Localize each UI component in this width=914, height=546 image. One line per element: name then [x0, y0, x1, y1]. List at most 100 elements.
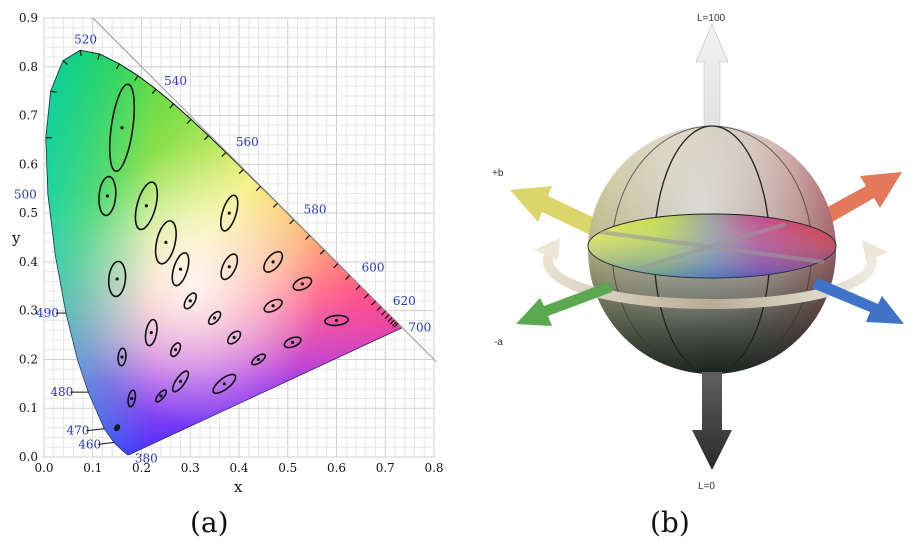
ellipse-center-dot	[120, 355, 124, 359]
wavelength-tick	[333, 263, 339, 269]
ellipse-center-dot	[144, 204, 148, 208]
wavelength-tick	[289, 219, 295, 225]
hue-ring-arrowhead-right	[862, 240, 888, 262]
macadam-ellipse	[171, 251, 190, 287]
wavelength-tick	[151, 88, 157, 95]
macadam-ellipse	[207, 310, 222, 326]
macadam-ellipse	[127, 389, 137, 408]
wavelength-tick	[393, 322, 399, 328]
wavelength-tick	[355, 285, 361, 291]
ellipse-center-dot	[120, 126, 124, 130]
ellipse-center-dot	[227, 265, 231, 269]
ellipse-center-dot	[115, 426, 119, 430]
wavelength-label: 500	[14, 188, 37, 202]
ellipse-center-dot	[174, 348, 178, 352]
ellipse-center-dot	[227, 211, 231, 215]
hue-ring-arrowhead-left	[534, 238, 560, 260]
wavelength-label: 700	[408, 321, 431, 335]
minus-a-label: -a	[494, 337, 503, 348]
ellipse-center-dot	[178, 267, 183, 271]
macadam-ellipse	[183, 292, 198, 310]
caption-b: (b)	[650, 506, 690, 539]
macadam-ellipse	[154, 220, 177, 265]
wavelength-leader	[86, 428, 105, 432]
wavelength-tick	[97, 53, 101, 60]
wavelength-tick	[345, 274, 351, 280]
wavelength-label: 480	[50, 385, 73, 399]
macadam-ellipse	[292, 276, 313, 292]
y-tick-label: 0.3	[19, 304, 38, 318]
wavelength-label: 600	[362, 261, 385, 275]
ellipse-center-dot	[164, 240, 168, 244]
x-axis-label: x	[234, 478, 243, 496]
diagonal-reference-line	[92, 17, 437, 363]
macadam-ellipse	[263, 250, 284, 273]
wavelength-tick	[376, 306, 382, 312]
x-tick-label: 0.2	[132, 461, 151, 475]
wavelength-tick	[203, 135, 209, 141]
y-tick-labels: 0.00.10.20.30.40.50.60.70.80.9	[19, 11, 38, 464]
ellipse-center-dot	[115, 277, 119, 281]
y-tick-label: 0.9	[19, 11, 38, 25]
ellipse-center-dot	[178, 379, 183, 383]
ellipse-center-dot	[149, 331, 153, 335]
minus-a-arrow	[516, 282, 612, 326]
macadam-ellipse	[144, 318, 158, 347]
l-down-arrow	[692, 372, 732, 470]
ellipse-center-dot	[291, 340, 295, 344]
wavelength-tick	[387, 317, 393, 323]
l-0-label: L=0	[698, 481, 715, 492]
y-tick-label: 0.8	[19, 60, 38, 74]
wavelength-tick	[255, 185, 261, 191]
macadam-ellipse	[171, 370, 190, 393]
wavelength-tick	[384, 314, 390, 320]
ellipse-center-dot	[300, 282, 304, 286]
y-tick-label: 0.2	[19, 352, 38, 366]
wavelength-label: 620	[393, 294, 416, 308]
l-100-label: L=100	[697, 13, 726, 24]
wavelength-tick	[319, 249, 325, 255]
wavelength-tick	[79, 50, 82, 57]
ellipse-center-dot	[222, 382, 226, 386]
ellipse-center-dot	[271, 260, 275, 264]
macadam-ellipse	[220, 253, 239, 281]
ellipse-center-dot	[256, 357, 261, 362]
x-tick-label: 0.7	[376, 461, 395, 475]
y-tick-label: 0.6	[19, 157, 38, 171]
macadam-ellipse	[251, 353, 266, 366]
hue-ring-arrow	[543, 257, 877, 309]
wavelength-label: 520	[74, 33, 97, 47]
macadam-ellipse	[108, 83, 136, 173]
y-tick-label: 0.1	[19, 401, 38, 415]
wavelength-ticks	[45, 50, 399, 328]
x-tick-label: 0.5	[278, 461, 297, 475]
wavelength-label: 470	[66, 424, 89, 438]
wavelength-tick	[221, 151, 227, 157]
macadam-ellipse	[98, 175, 117, 217]
wavelength-label: 460	[78, 437, 101, 451]
wavelength-tick	[169, 103, 175, 109]
x-tick-label: 0.1	[83, 461, 102, 475]
x-tick-label: 0.0	[34, 461, 53, 475]
wavelength-label: 380	[135, 452, 158, 466]
wavelength-label: 490	[36, 306, 59, 320]
y-tick-label: 0.4	[19, 255, 38, 269]
wavelength-leader	[98, 441, 115, 445]
macadam-ellipses	[98, 83, 349, 432]
ellipse-center-dot	[271, 304, 275, 308]
macadam-ellipse	[324, 314, 349, 327]
y-tick-label: 0.5	[19, 206, 38, 220]
ellipse-center-dot	[188, 299, 192, 303]
wavelength-tick	[305, 234, 311, 240]
macadam-ellipse	[226, 330, 242, 345]
wavelength-tick	[134, 75, 139, 81]
caption-a: (a)	[190, 506, 229, 539]
ellipse-center-dot	[213, 316, 217, 320]
wavelength-tick	[62, 60, 69, 65]
macadam-ellipse	[154, 389, 168, 403]
y-tick-label: 0.0	[19, 450, 38, 464]
disc-axis-b	[639, 222, 787, 270]
ellipse-center-dot	[334, 318, 339, 323]
macadam-ellipse	[283, 336, 302, 349]
cie-chromaticity-panel: 520540560580600620700500490480470460380 …	[11, 11, 444, 496]
